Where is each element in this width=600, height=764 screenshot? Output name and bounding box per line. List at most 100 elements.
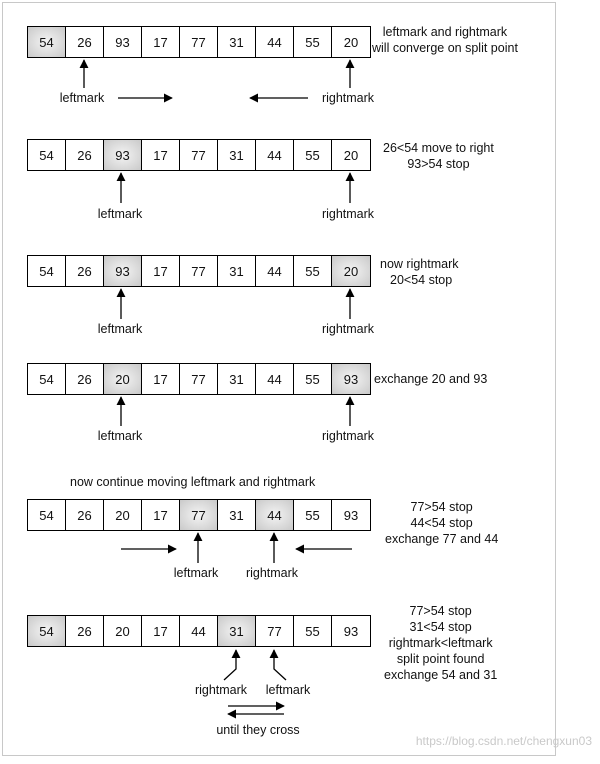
array-cell: 26 bbox=[66, 256, 104, 286]
step-3-note: now rightmark 20<54 stop bbox=[380, 256, 459, 288]
step-5-note: 77>54 stop 44<54 stop exchange 77 and 44 bbox=[385, 499, 498, 547]
array-cell: 44 bbox=[256, 500, 294, 530]
array-cell: 31 bbox=[218, 364, 256, 394]
array-cell: 54 bbox=[28, 616, 66, 646]
array-cell: 55 bbox=[294, 500, 332, 530]
array-cell: 17 bbox=[142, 616, 180, 646]
step-2-note: 26<54 move to right 93>54 stop bbox=[383, 140, 494, 172]
step-6-note: 77>54 stop 31<54 stop rightmark<leftmark… bbox=[384, 603, 497, 683]
array-cell: 55 bbox=[294, 256, 332, 286]
array-cell: 44 bbox=[256, 140, 294, 170]
note-line: 77>54 stop bbox=[410, 500, 473, 514]
array-cell: 77 bbox=[180, 500, 218, 530]
array-cell: 93 bbox=[343, 507, 359, 523]
array-row-step-1: 54 26 93 17 77 31 44 55 20 bbox=[27, 26, 371, 58]
step-4-note: exchange 20 and 93 bbox=[374, 371, 487, 387]
array-cell: 54 bbox=[28, 364, 66, 394]
array-cell: 26 bbox=[66, 616, 104, 646]
array-cell: 20 bbox=[343, 34, 359, 50]
array-cell: 55 bbox=[294, 616, 332, 646]
note-line: exchange 54 and 31 bbox=[384, 668, 498, 682]
rightmark-label: rightmark bbox=[321, 91, 375, 105]
array-cell: 93 bbox=[343, 623, 359, 639]
rightmark-label: rightmark bbox=[321, 429, 375, 443]
array-cell: 31 bbox=[218, 616, 256, 646]
array-cell: 44 bbox=[180, 616, 218, 646]
array-cell: 31 bbox=[218, 500, 256, 530]
leftmark-label: leftmark bbox=[97, 429, 143, 443]
note-line: leftmark and rightmark bbox=[382, 25, 508, 39]
leftmark-label: leftmark bbox=[173, 566, 219, 580]
leftmark-arrow bbox=[269, 649, 287, 681]
note-line: 44<54 stop bbox=[410, 516, 473, 530]
array-cell: 17 bbox=[142, 256, 180, 286]
array-cell: 31 bbox=[218, 256, 256, 286]
array-cell: 26 bbox=[66, 27, 104, 57]
array-cell: 31 bbox=[218, 140, 256, 170]
array-cell: 26 bbox=[66, 140, 104, 170]
array-cell: 20 bbox=[343, 147, 359, 163]
note-line: 26<54 move to right bbox=[383, 141, 494, 155]
array-cell: 54 bbox=[28, 140, 66, 170]
array-cell: 77 bbox=[180, 140, 218, 170]
array-row-step-3: 54 26 93 17 77 31 44 55 20 bbox=[27, 255, 371, 287]
array-cell: 26 bbox=[66, 364, 104, 394]
array-row-step-5: 54 26 20 17 77 31 44 55 93 bbox=[27, 499, 371, 531]
array-cell: 44 bbox=[256, 364, 294, 394]
array-cell: 20 bbox=[104, 364, 142, 394]
array-cell: 20 bbox=[332, 256, 370, 286]
note-line: exchange 77 and 44 bbox=[385, 532, 499, 546]
rightmark-label: rightmark bbox=[194, 683, 248, 697]
leftmark-label: leftmark bbox=[59, 91, 105, 105]
array-cell: 93 bbox=[104, 256, 142, 286]
array-row-step-4: 54 26 20 17 77 31 44 55 93 bbox=[27, 363, 371, 395]
note-line: split point found bbox=[396, 652, 485, 666]
note-line: 20<54 stop bbox=[390, 273, 453, 287]
array-cell: 77 bbox=[180, 364, 218, 394]
array-cell: 44 bbox=[256, 27, 294, 57]
array-cell: 77 bbox=[180, 256, 218, 286]
note-line: now rightmark bbox=[380, 257, 459, 271]
step-5-caption: now continue moving leftmark and rightma… bbox=[70, 475, 316, 489]
array-cell: 17 bbox=[142, 27, 180, 57]
array-cell: 54 bbox=[28, 256, 66, 286]
rightmark-label: rightmark bbox=[321, 207, 375, 221]
array-row-step-6: 54 26 20 17 44 31 77 55 93 bbox=[27, 615, 371, 647]
array-cell: 77 bbox=[256, 616, 294, 646]
array-cell: 17 bbox=[142, 140, 180, 170]
watermark: https://blog.csdn.net/chengxun03 bbox=[415, 734, 592, 748]
note-line: 77>54 stop bbox=[409, 604, 472, 618]
note-line: rightmark<leftmark bbox=[388, 636, 493, 650]
rightmark-label: rightmark bbox=[321, 322, 375, 336]
array-cell: 55 bbox=[294, 140, 332, 170]
array-cell: 17 bbox=[142, 500, 180, 530]
array-cell: 54 bbox=[28, 500, 66, 530]
array-cell: 17 bbox=[142, 364, 180, 394]
array-cell: 20 bbox=[104, 616, 142, 646]
note-line: will converge on split point bbox=[372, 41, 518, 55]
array-cell: 93 bbox=[104, 27, 142, 57]
array-cell: 31 bbox=[218, 27, 256, 57]
note-line: exchange 20 and 93 bbox=[374, 372, 488, 386]
array-cell: 77 bbox=[180, 27, 218, 57]
step-1-note: leftmark and rightmark will converge on … bbox=[372, 24, 518, 56]
array-cell: 44 bbox=[256, 256, 294, 286]
leftmark-label: leftmark bbox=[97, 207, 143, 221]
rightmark-arrow bbox=[223, 649, 241, 681]
array-row-step-2: 54 26 93 17 77 31 44 55 20 bbox=[27, 139, 371, 171]
array-cell: 93 bbox=[332, 364, 370, 394]
leftmark-label: leftmark bbox=[265, 683, 311, 697]
array-cell: 55 bbox=[294, 364, 332, 394]
rightmark-label: rightmark bbox=[245, 566, 299, 580]
note-line: 93>54 stop bbox=[407, 157, 470, 171]
leftmark-label: leftmark bbox=[97, 322, 143, 336]
array-cell: 20 bbox=[104, 500, 142, 530]
array-cell: 54 bbox=[28, 27, 66, 57]
figure-frame bbox=[2, 2, 556, 756]
array-cell: 26 bbox=[66, 500, 104, 530]
array-cell: 93 bbox=[104, 140, 142, 170]
until-they-cross-label: until they cross bbox=[216, 723, 300, 737]
array-cell: 55 bbox=[294, 27, 332, 57]
